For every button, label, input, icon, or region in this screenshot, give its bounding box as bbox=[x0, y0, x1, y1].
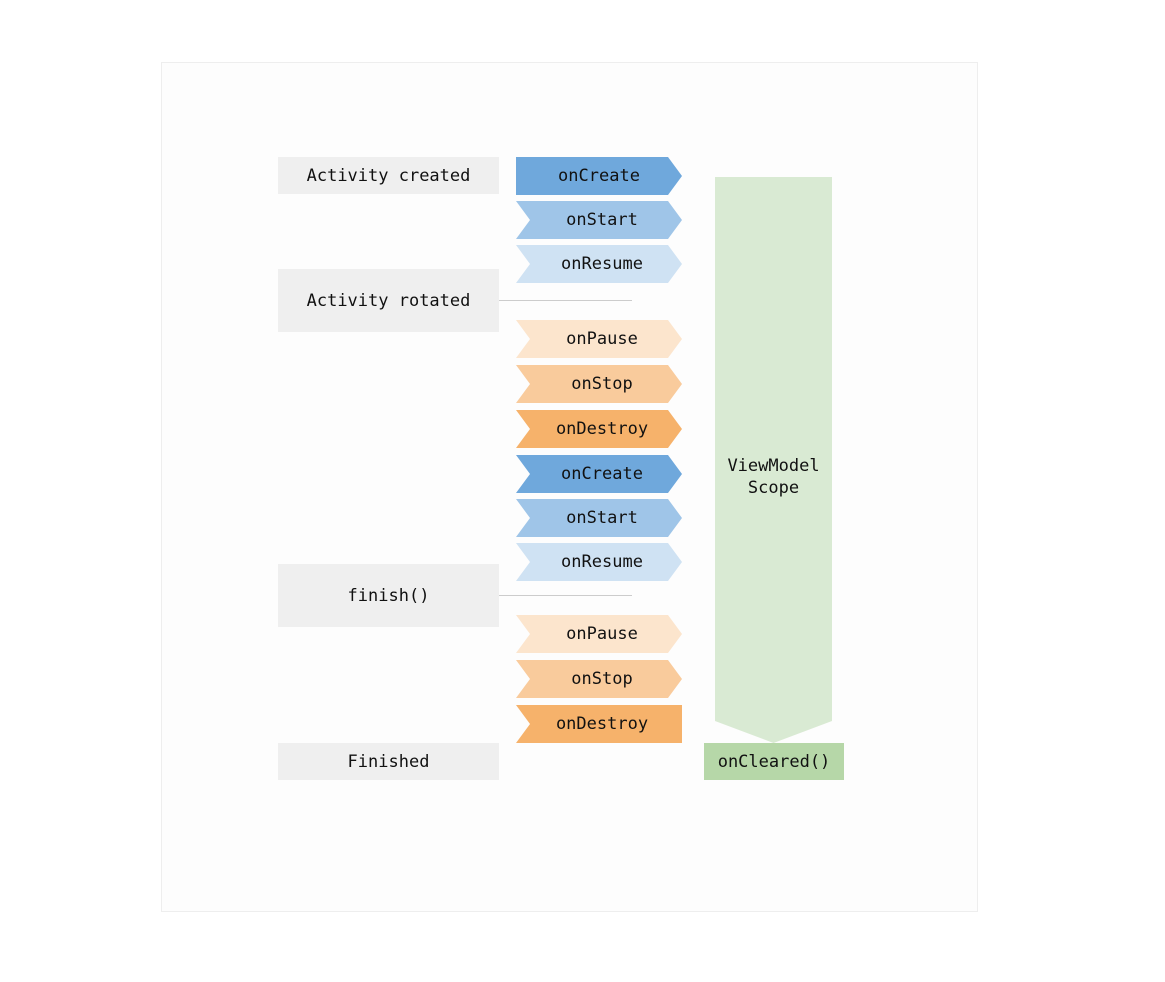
lifecycle-step-onstart: onStart bbox=[516, 201, 682, 239]
lifecycle-step-ondestroy: onDestroy bbox=[516, 705, 682, 743]
finish-connector-line bbox=[499, 595, 632, 596]
step-label: onCreate bbox=[561, 464, 643, 484]
step-label: onPause bbox=[566, 329, 638, 349]
lifecycle-step-onpause: onPause bbox=[516, 320, 682, 358]
step-label: onDestroy bbox=[555, 419, 649, 439]
event-label: Finished bbox=[347, 751, 430, 772]
lifecycle-step-onpause: onPause bbox=[516, 615, 682, 653]
event-activity-rotated: Activity rotated bbox=[278, 269, 499, 332]
event-label: finish() bbox=[347, 585, 430, 606]
step-label: onCreate bbox=[558, 166, 640, 186]
scope-label-line: ViewModel bbox=[727, 456, 820, 476]
event-label: Activity created bbox=[306, 165, 471, 186]
lifecycle-step-oncreate: onCreate bbox=[516, 455, 682, 493]
step-label: onResume bbox=[561, 254, 643, 274]
viewmodel-scope-arrow bbox=[715, 177, 832, 743]
oncleared-label: onCleared() bbox=[717, 751, 831, 772]
step-label: onStart bbox=[566, 210, 638, 230]
oncleared-box: onCleared() bbox=[704, 743, 844, 780]
lifecycle-step-onstop: onStop bbox=[516, 660, 682, 698]
event-finished: Finished bbox=[278, 743, 499, 780]
lifecycle-step-onresume: onResume bbox=[516, 543, 682, 581]
step-label: onStop bbox=[571, 669, 633, 689]
step-label: onStop bbox=[571, 374, 633, 394]
lifecycle-step-onstart: onStart bbox=[516, 499, 682, 537]
lifecycle-step-onstop: onStop bbox=[516, 365, 682, 403]
scope-label-line: Scope bbox=[747, 478, 800, 498]
rotation-connector-line bbox=[499, 300, 632, 301]
event-activity-created: Activity created bbox=[278, 157, 499, 194]
lifecycle-step-ondestroy: onDestroy bbox=[516, 410, 682, 448]
step-label: onDestroy bbox=[555, 714, 649, 734]
event-label: Activity rotated bbox=[306, 290, 471, 311]
viewmodel-scope-label: ViewModel Scope bbox=[715, 455, 832, 499]
step-label: onStart bbox=[566, 508, 638, 528]
event-finish: finish() bbox=[278, 564, 499, 627]
lifecycle-step-oncreate: onCreate bbox=[516, 157, 682, 195]
step-label: onPause bbox=[566, 624, 638, 644]
step-label: onResume bbox=[561, 552, 643, 572]
lifecycle-step-onresume: onResume bbox=[516, 245, 682, 283]
